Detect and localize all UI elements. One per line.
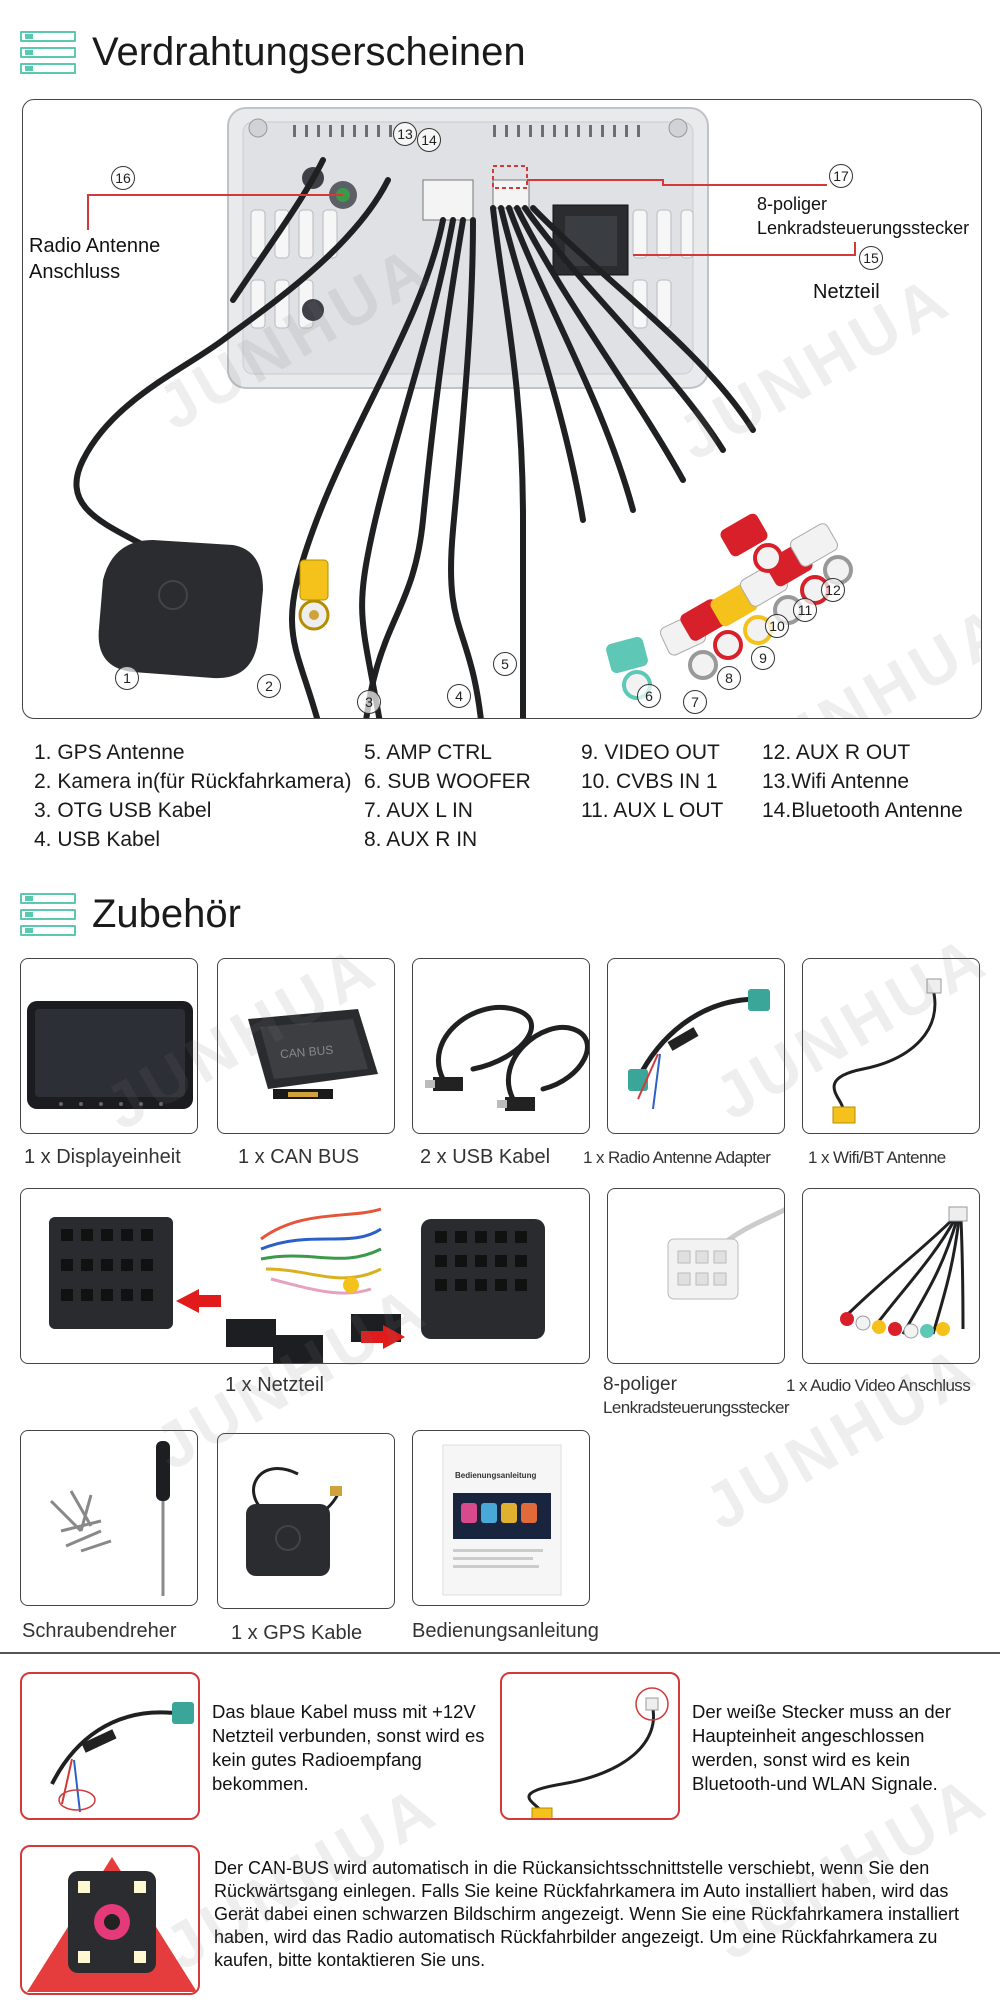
label-steering-connector-line2: Lenkradsteuerungsstecker (603, 1398, 790, 1417)
label-audio-video-harness: 1 x Audio Video Anschluss (786, 1376, 971, 1395)
list-icon (20, 892, 76, 937)
legend-column-1: 1. GPS Antenne 2. Kamera in(für Rückfahr… (34, 738, 351, 854)
callout-steering-connector: 8-poliger Lenkradsteuerungsstecker (757, 194, 970, 238)
wiring-section-header: Verdrahtungserscheinen (20, 30, 526, 75)
accessory-display-unit (20, 958, 198, 1134)
label-screwdriver: Schraubendreher (22, 1620, 177, 1642)
legend-item: 13.Wifi Antenne (762, 770, 910, 793)
callout-number-12: 12 (821, 578, 845, 602)
legend-item: 12. AUX R OUT (762, 741, 911, 764)
callout-number-5: 5 (493, 652, 517, 676)
wiring-title: Verdrahtungserscheinen (92, 30, 526, 74)
callout-number-11: 11 (793, 598, 817, 622)
accessory-screwdriver (20, 1430, 198, 1606)
callout-number-14: 14 (417, 128, 441, 152)
screwdriver-image (49, 1441, 170, 1596)
callout-power: Netzteil (813, 281, 880, 303)
audio-video-harness-image (840, 1206, 968, 1339)
accessory-wifi-bt-antenna (802, 958, 980, 1134)
accessory-power-harness (20, 1188, 590, 1364)
can-bus-image (248, 1009, 378, 1099)
legend-item: 1. GPS Antenne (34, 741, 185, 764)
wifi-bt-antenna-photo (527, 1687, 669, 1818)
label-display-unit: 1 x Displayeinheit (24, 1146, 181, 1168)
callout-number-2: 2 (257, 674, 281, 698)
radio-antenna-adapter-image (628, 989, 770, 1110)
display-unit-image (27, 1001, 193, 1109)
legend-column-3: 9. VIDEO OUT 10. CVBS IN 1 11. AUX L OUT (581, 738, 723, 825)
reverse-camera-photo (27, 1857, 197, 1992)
note-blue-cable-text: Das blaue Kabel muss mit +12V Netzteil v… (212, 1701, 485, 1794)
callout-number-7: 7 (683, 690, 707, 714)
note-blue-cable-image (20, 1672, 200, 1820)
legend-column-4: 12. AUX R OUT 13.Wifi Antenne 14.Bluetoo… (762, 738, 963, 825)
legend-item: 2. Kamera in(für Rückfahrkamera) (34, 770, 352, 793)
label-radio-antenna-adapter: 1 x Radio Antenne Adapter (583, 1148, 771, 1167)
accessories-title: Zubehör (92, 892, 241, 936)
callout-number-8: 8 (717, 666, 741, 690)
label-power-harness: 1 x Netzteil (225, 1374, 324, 1396)
callout-number-13: 13 (393, 122, 417, 146)
label-usb-cables: 2 x USB Kabel (420, 1146, 551, 1168)
callout-number-1: 1 (115, 666, 139, 690)
accessory-gps-cable (217, 1433, 395, 1609)
note-canbus-text: Der CAN-BUS wird automatisch in die Rück… (214, 1858, 960, 1970)
legend-item: 14.Bluetooth Antenne (762, 799, 963, 822)
callout-number-10: 10 (765, 614, 789, 638)
label-manual: Bedienungsanleitung (412, 1620, 599, 1642)
accessory-can-bus: CAN BUS (217, 958, 395, 1134)
legend-item: 11. AUX L OUT (581, 799, 724, 822)
accessories-section-header: Zubehör (20, 892, 241, 937)
radio-antenna-adapter-photo (50, 1702, 194, 1813)
legend-item: 3. OTG USB Kabel (34, 799, 212, 822)
legend-item: 8. AUX R IN (364, 828, 478, 851)
legend-column-2: 5. AMP CTRL 6. SUB WOOFER 7. AUX L IN 8.… (364, 738, 531, 854)
callout-number-17: 17 (829, 164, 853, 188)
legend-item: 4. USB Kabel (34, 828, 161, 851)
legend-item: 9. VIDEO OUT (581, 741, 720, 764)
callout-number-15: 15 (859, 246, 883, 270)
callout-radio-antenna: Radio Antenne Anschluss (29, 235, 161, 283)
label-wifi-bt-antenna: 1 x Wifi/BT Antenne (808, 1148, 946, 1167)
accessory-steering-connector (607, 1188, 785, 1364)
callout-number-3: 3 (357, 690, 381, 714)
callout-number-4: 4 (447, 684, 471, 708)
wifi-bt-antenna-image (832, 978, 942, 1124)
manual-cover-title: Bedienungsanleitung (455, 1471, 537, 1480)
legend-item: 10. CVBS IN 1 (581, 770, 718, 793)
label-gps-cable: 1 x GPS Kable (231, 1622, 363, 1644)
usb-cables-image (425, 1005, 589, 1111)
manual-image (442, 1444, 562, 1596)
callout-number-16: 16 (111, 166, 135, 190)
legend-item: 5. AMP CTRL (364, 741, 492, 764)
note-white-plug-text: Der weiße Stecker muss an der Haupteinhe… (692, 1701, 952, 1794)
section-divider (0, 1652, 1000, 1654)
legend-item: 6. SUB WOOFER (364, 770, 531, 793)
callout-number-6: 6 (637, 684, 661, 708)
wiring-diagram: Radio Antenne Anschluss 8-poliger Lenkra… (22, 99, 982, 719)
legend-item: 7. AUX L IN (364, 799, 473, 822)
callout-number-9: 9 (751, 646, 775, 670)
accessory-radio-antenna-adapter (607, 958, 785, 1134)
label-can-bus: 1 x CAN BUS (238, 1146, 360, 1168)
label-steering-connector-line1: 8-poliger (603, 1374, 677, 1395)
gps-cable-image (246, 1467, 342, 1576)
note-white-plug-image (500, 1672, 680, 1820)
steering-connector-image (667, 1207, 784, 1300)
list-icon (20, 30, 76, 75)
wiring-illustration (73, 107, 856, 718)
accessory-manual: Bedienungsanleitung (412, 1430, 590, 1606)
accessory-usb-cables (412, 958, 590, 1134)
note-canbus-image (20, 1845, 200, 1995)
power-harness-image (49, 1207, 545, 1363)
accessory-audio-video-harness (802, 1188, 980, 1364)
